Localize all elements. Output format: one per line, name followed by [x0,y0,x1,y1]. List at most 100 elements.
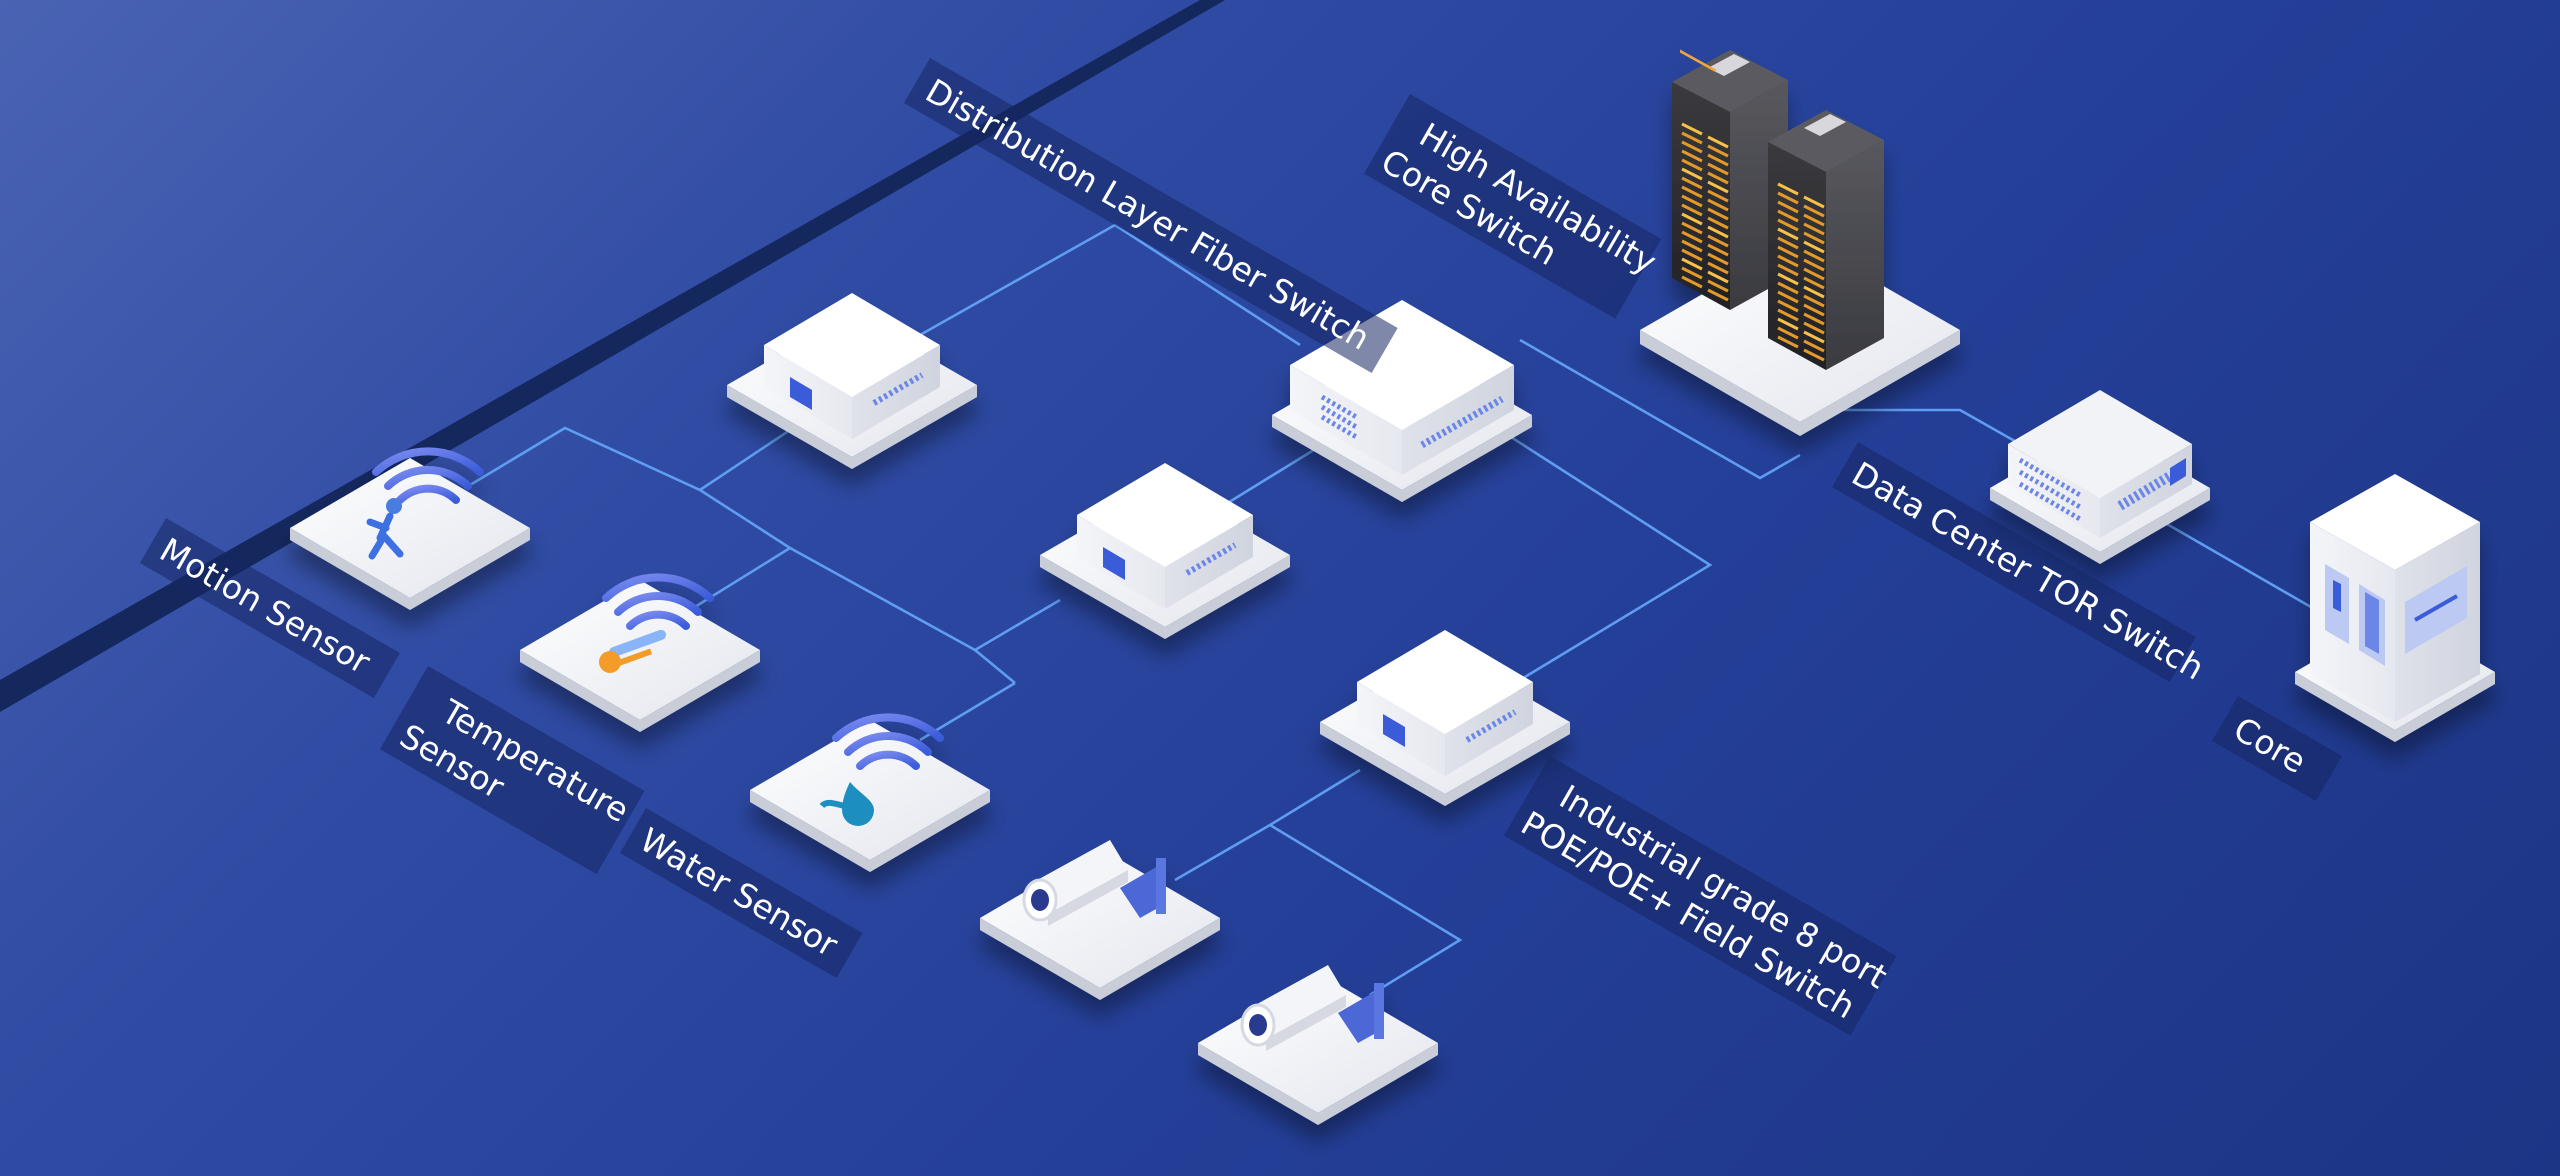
rack-led [1803,240,1825,254]
link-distribution-field [1499,428,1713,682]
label-distribution: Distribution Layer Fiber Switch [904,58,1398,374]
rack-led [1777,191,1799,205]
rack-leds [1681,122,1825,362]
rack-led [1803,294,1825,308]
switch-icon [764,293,940,439]
rack-led [1707,261,1729,275]
rack-led [1803,339,1825,353]
server-rack-icon [1672,49,1884,370]
rack-led [1707,243,1729,257]
connection-lines [464,223,2331,997]
rack-led [1681,176,1703,190]
rack-led [1681,230,1703,244]
motion-sensor[interactable] [290,447,530,610]
rack-led [1803,321,1825,335]
rack-led [1707,216,1729,230]
rack-led [1681,122,1703,136]
link-core-distribution [1519,338,1801,480]
link-tor-core-unit [2159,518,2331,620]
rack-led [1777,254,1799,268]
access-switch-middle[interactable] [1040,463,1290,639]
rack-led [1681,266,1703,280]
link-motion-band [974,648,1016,685]
rack-led [1681,275,1703,289]
rack-led [1777,272,1799,286]
core-unit[interactable] [2295,474,2495,742]
rack-led [1803,276,1825,290]
rack-led [1681,194,1703,208]
rack-led [1681,257,1703,271]
rack-led [1803,213,1825,227]
rack-led [1777,218,1799,232]
label-field-switch: Industrial grade 8 port POE/POE+ Field S… [1504,756,1897,1036]
access-switch-top[interactable] [727,293,977,469]
rack-led [1777,317,1799,331]
distribution-switch[interactable] [1272,300,1532,502]
rack-led [1707,270,1729,284]
switch-icon [1357,630,1533,776]
rack-led [1803,285,1825,299]
rack-led [1777,200,1799,214]
rack-led [1681,203,1703,217]
motion-sensor-icon [366,447,484,560]
rack-led [1803,267,1825,281]
core-switch-rack[interactable] [1640,49,1960,436]
rack-led [1707,135,1729,149]
tor-switch[interactable] [1990,390,2210,564]
rack-led [1803,303,1825,317]
switch-icon [2008,390,2192,538]
rack-led [1777,236,1799,250]
rack-led [1777,245,1799,259]
rack-led [1803,249,1825,263]
rack-led [1707,180,1729,194]
rack-led [1803,312,1825,326]
rack-led [1777,290,1799,304]
temperature-sensor[interactable] [520,573,760,732]
rack-led [1707,144,1729,158]
core-icon [2310,474,2480,722]
rack-led [1707,225,1729,239]
rack-led [1681,212,1703,226]
camera-icon [1022,840,1166,926]
rack-led [1707,162,1729,176]
rack-led [1803,222,1825,236]
rack-led [1777,263,1799,277]
rack-led [1777,335,1799,349]
rack-led [1681,131,1703,145]
rack-led [1681,158,1703,172]
rack-led [1803,330,1825,344]
rack-led [1777,209,1799,223]
rack-led [1681,149,1703,163]
rack-led [1803,258,1825,272]
label-core: Core [2212,696,2342,802]
rack-led [1707,279,1729,293]
label-high-availability: High Availability Core Switch [1364,94,1663,319]
rack-led [1681,221,1703,235]
rack-led [1777,227,1799,241]
link-field-camera2 [1269,823,1463,997]
water-sensor[interactable] [750,713,990,872]
rack-led [1707,288,1729,302]
rack-led [1777,299,1799,313]
water-sensor-icon [819,713,944,826]
rack-led [1707,171,1729,185]
link-distribution-access-top [919,223,1301,347]
field-switch[interactable] [1320,630,1570,806]
rack-led [1707,234,1729,248]
rack-led [1707,207,1729,221]
rack-led [1777,308,1799,322]
rack-led [1681,185,1703,199]
rack-led [1707,252,1729,266]
rack-led [1803,231,1825,245]
label-water-text: Water Sensor [633,820,844,965]
rack-led [1777,326,1799,340]
temperature-sensor-icon [599,573,714,673]
rack-led [1803,195,1825,209]
rack-led [1707,153,1729,167]
label-distribution-text: Distribution Layer Fiber Switch [919,71,1376,358]
camera-1[interactable] [980,840,1220,1000]
switch-icon [1077,463,1253,609]
camera-2[interactable] [1198,965,1438,1125]
rack-led [1707,198,1729,212]
